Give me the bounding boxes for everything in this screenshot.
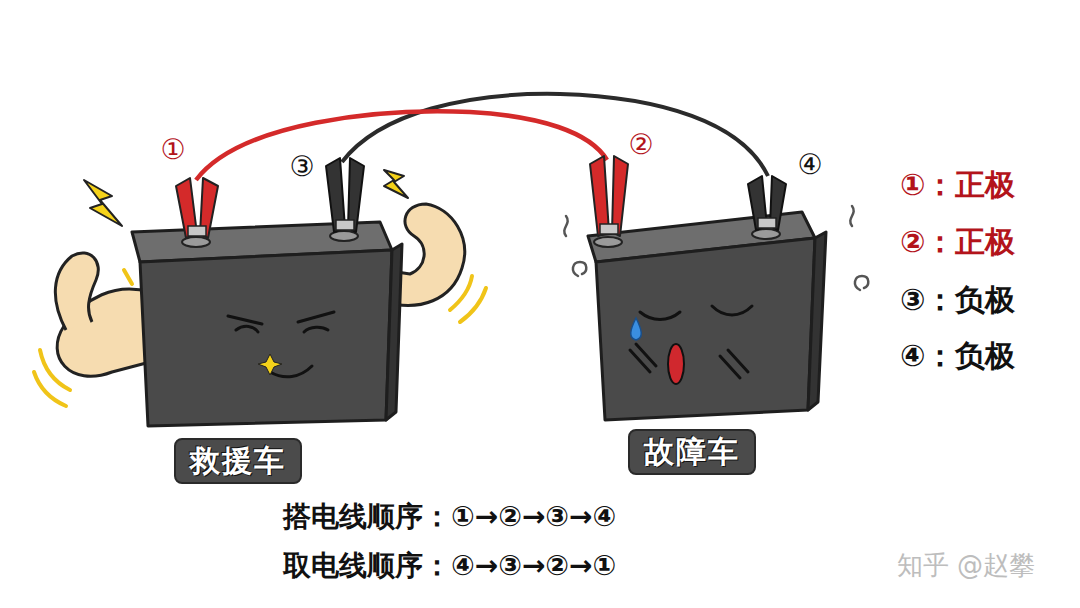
lightning-bolt [384,170,408,198]
battery-face [712,306,752,315]
legend-note-text: ①：正极 [900,167,1015,202]
motion-line [34,372,66,406]
legend-note: ④：负极 [900,339,1015,374]
dizzy-swirl [850,206,853,226]
battery-terminal [182,229,780,247]
legend-note-text: ②：正极 [900,224,1015,259]
motion-line [34,270,486,406]
clamp-tip [758,218,776,228]
order-note-text: 搭电线顺序：①→②→③→④ [283,500,616,533]
battery-face [236,326,258,332]
battery-face [640,312,680,320]
sad-mouth [668,344,684,384]
callout-number: ④ [797,149,822,181]
order-note-text: 取电线顺序：④→③→②→① [283,549,616,582]
clamp-tip [600,224,618,234]
dizzy-swirl [564,216,567,236]
callout-number-text: ① [160,133,185,166]
muscle-arm [55,253,98,330]
battery-face [630,306,752,378]
legend-note: ②：正极 [900,225,1015,260]
legend-note-text: ④：负极 [900,338,1015,373]
battery-face [228,312,334,377]
battery-face [630,344,656,372]
battery [140,250,392,426]
battery [588,212,826,420]
motion-line [40,350,70,390]
clamp-tip [188,226,206,236]
dizzy-swirl [573,262,586,276]
motion-line [460,288,486,322]
motion-line [124,270,132,284]
black-cable [342,94,768,176]
callout-number-text: ③ [289,150,314,183]
legend-note-text: ③：负极 [900,282,1015,317]
dizzy-swirl [564,206,868,290]
vehicle-label: 故障车 [644,434,740,469]
battery-face [720,350,748,378]
sparkle [258,354,282,375]
red-clamp [176,156,628,238]
battery-face [304,327,328,332]
vehicle-label-box: 故障车 [628,429,756,475]
callout-number: ③ [289,151,314,183]
legend-note: ③：负极 [900,283,1015,318]
red-cable [196,111,607,180]
battery [132,222,402,426]
dizzy-swirl [855,276,868,290]
tear-drop [631,318,642,340]
order-note: 搭电线顺序：①→②→③→④ [283,501,616,533]
battery [596,238,815,420]
battery-face [270,366,312,377]
watermark-text: 知乎 @赵攀 [897,550,1035,580]
battery-face [298,312,334,322]
battery [808,232,826,410]
vehicle-label: 救援车 [190,443,286,478]
battery-terminal [594,237,622,247]
battery [386,244,402,420]
callout-number-text: ② [628,128,653,161]
callout-number: ① [160,134,185,166]
lightning-bolt [84,180,122,226]
legend-note: ①：正极 [900,168,1015,203]
black-clamp [326,158,786,232]
battery-face [228,316,262,324]
clamp-tip [336,220,354,230]
order-note: 取电线顺序：④→③→②→① [283,550,616,582]
motion-line [450,276,472,310]
vehicle-label-box: 救援车 [174,438,302,484]
watermark: 知乎 @赵攀 [897,551,1035,581]
clamp-tip [188,218,776,236]
callout-number-text: ④ [797,148,822,181]
callout-number: ② [628,129,653,161]
